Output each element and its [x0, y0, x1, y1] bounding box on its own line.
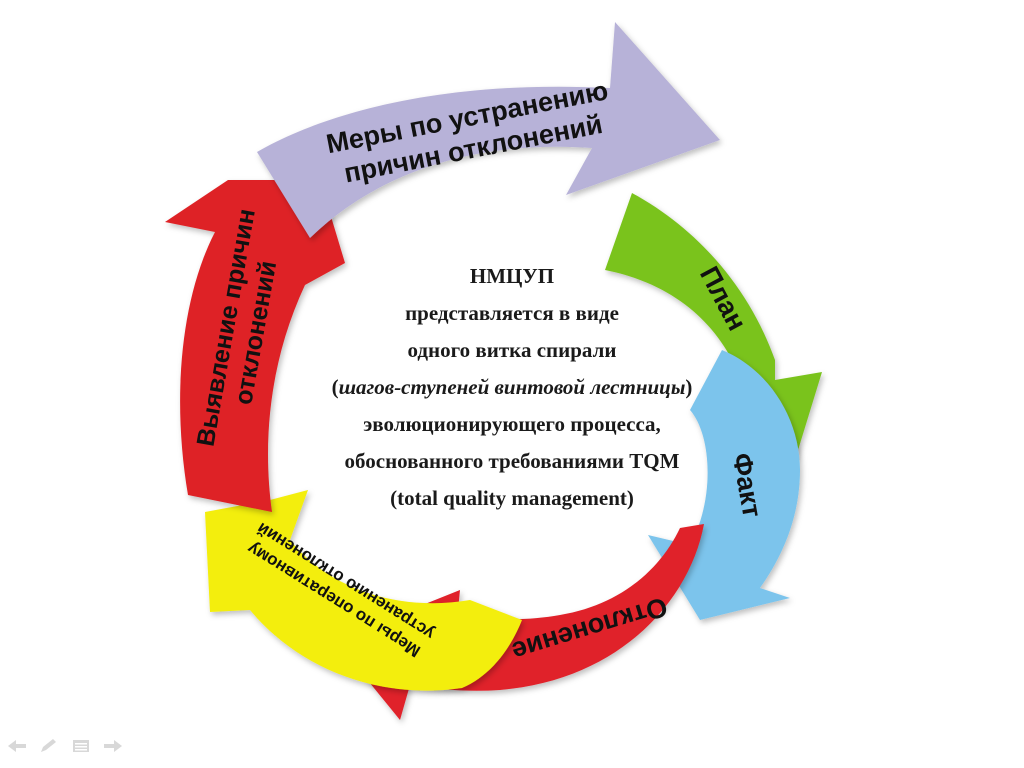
- forward-arrow-icon[interactable]: [102, 738, 124, 754]
- arrow-identify: [165, 180, 345, 512]
- center-line-4-italic: шагов-ступеней винтовой лестницы: [338, 375, 686, 399]
- arrow-operational: [205, 490, 522, 691]
- center-line-2: представляется в виде: [405, 301, 619, 325]
- arrow-measures-root: [257, 22, 720, 238]
- pen-icon[interactable]: [38, 738, 60, 754]
- center-line-6: обоснованного требованиями TQM: [344, 449, 680, 473]
- center-line-5: эволюционирующего процесса,: [363, 412, 661, 436]
- center-line-4: (шагов-ступеней винтовой лестницы): [331, 375, 693, 399]
- menu-icon[interactable]: [70, 738, 92, 754]
- slide-controls: [6, 738, 124, 754]
- center-line-3: одного витка спирали: [407, 338, 617, 362]
- center-line-1: НМЦУП: [469, 264, 555, 288]
- back-arrow-icon[interactable]: [6, 738, 28, 754]
- center-line-7: (total quality management): [390, 486, 634, 510]
- center-description: НМЦУП представляется в виде одного витка…: [262, 258, 762, 517]
